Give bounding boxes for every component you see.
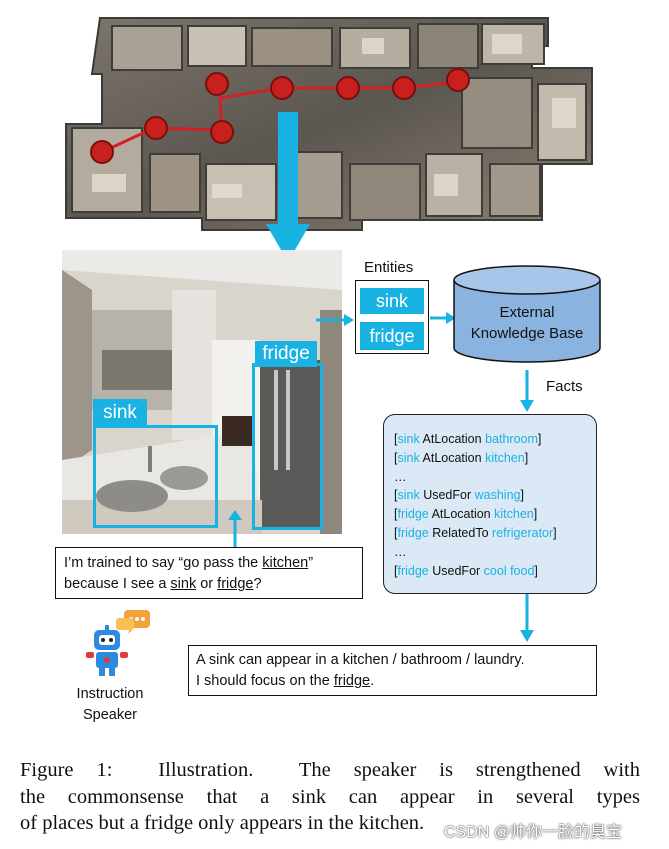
arrow-up-icon [228,510,242,548]
fact-row: [sink AtLocation kitchen] [394,450,529,465]
kitchen-photo-svg [62,250,342,534]
entities-title: Entities [364,259,414,276]
sink-bounding-box [93,425,218,528]
fact-row: [fridge RelatedTo refrigerator] [394,525,557,540]
caption-line1: Figure 1: Illustration. The speaker is s… [20,759,640,781]
fact-row: [fridge AtLocation kitchen] [394,507,538,522]
entity-sink: sink [360,288,424,314]
robot-speaker-icon [86,610,150,676]
speech-line1: I’m trained to say “go pass the kitchen” [64,555,314,571]
facts-label: Facts [546,378,583,395]
entity-fridge: fridge [360,322,424,350]
facts-panel [383,414,597,594]
down-arrow-icon [266,112,310,262]
sink-photo-label: sink [93,399,147,427]
answer-line1: A sink can appear in a kitchen / bathroo… [196,652,525,668]
fact-row: [sink UsedFor washing] [394,488,524,503]
floor-plan-image [62,14,594,232]
answer-line2: I should focus on the fridge. [196,673,375,689]
fact-ellipsis: … [394,544,407,559]
speech-line2: because I see a sink or fridge? [64,576,262,592]
fridge-photo-label: fridge [255,341,317,367]
kitchen-photo [62,250,342,534]
speech-text: I’m trained to say “go pass the kitchen”… [64,553,364,595]
speaker-label-line2: Speaker [82,707,137,723]
fridge-bounding-box [252,363,323,530]
figure-caption: Figure 1: Illustration. The speaker is s… [20,757,640,837]
facts-list: [sink AtLocation bathroom] [sink AtLocat… [394,430,594,580]
knowledge-base-cylinder [453,265,601,363]
arrow-to-answer-icon [520,594,534,642]
caption-line2: the commonsense that a sink can appear i… [20,785,640,808]
arrow-to-entities-icon [316,314,354,326]
kb-label-line2: Knowledge Base [470,325,584,342]
speaker-label-line1: Instruction [76,686,144,702]
floor-plan-svg [65,17,593,231]
answer-text: A sink can appear in a kitchen / bathroo… [196,650,596,692]
fact-row: [fridge UsedFor cool food] [394,563,538,578]
arrow-to-kb-icon [430,312,456,324]
speech-box [55,547,363,599]
arrow-to-facts-icon [520,370,534,412]
kb-label-line1: External [499,304,555,321]
answer-box [188,645,597,696]
watermark: CSDN @帅你一脸的臭宝 [444,824,623,841]
caption-line3: of places but a fridge only appears in t… [20,812,425,834]
entities-box [355,280,429,354]
fact-row: [sink AtLocation bathroom] [394,432,542,446]
fact-ellipsis: … [394,469,407,484]
